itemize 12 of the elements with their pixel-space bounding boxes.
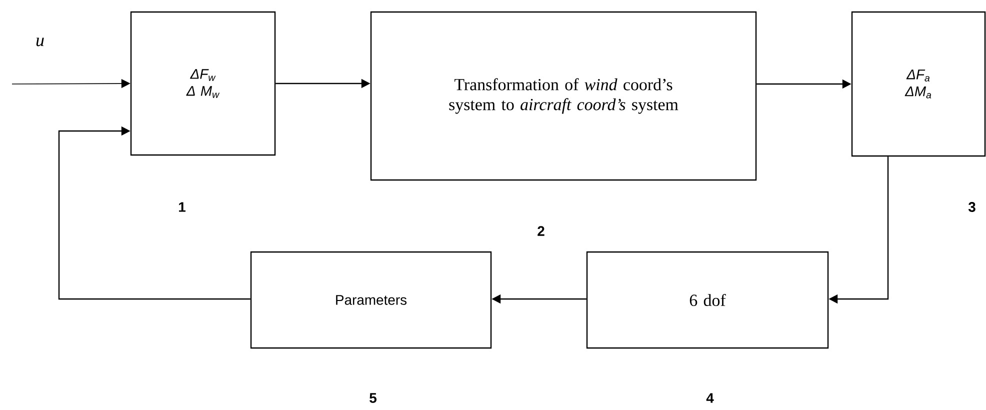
block-number: 2 bbox=[538, 226, 544, 236]
process-box: 6 dof bbox=[586, 251, 829, 349]
process-box: Parameters bbox=[250, 251, 492, 349]
block-number: 1 bbox=[179, 202, 186, 212]
block-number: 4 bbox=[706, 393, 714, 403]
block-number: 3 bbox=[968, 202, 976, 212]
process-box: ΔF$_{w}$ Δ M$_{w}$ bbox=[130, 11, 276, 156]
arrow bbox=[58, 126, 250, 300]
process-box: ΔF$_{a}$ ΔM$_{a}$ bbox=[851, 11, 986, 157]
edge-label: u bbox=[36, 38, 44, 46]
block-number: 5 bbox=[370, 393, 376, 403]
process-box: Transformation of wind coord’s system to aircraft coord’s system bbox=[370, 11, 757, 181]
